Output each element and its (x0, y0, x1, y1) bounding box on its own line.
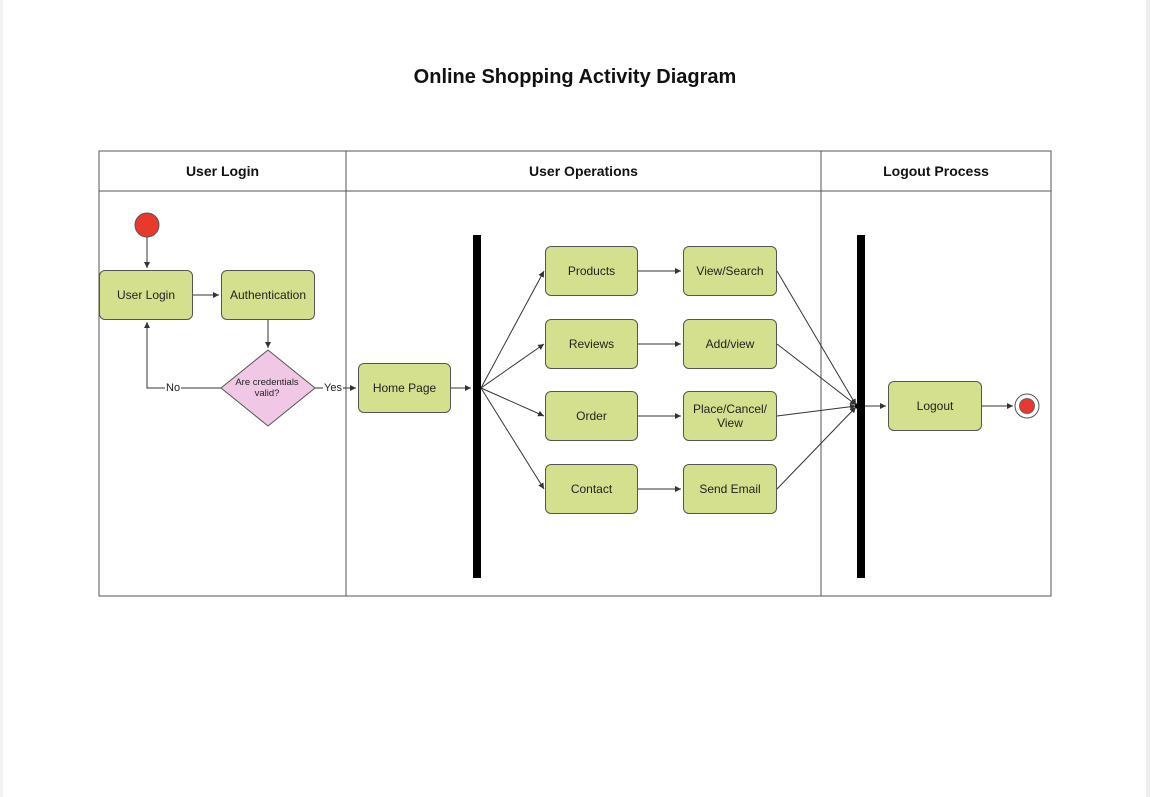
decision-label: Are credentials valid? (235, 377, 299, 399)
activity-authentication: Authentication (221, 270, 315, 320)
activity-logout: Logout (888, 381, 982, 431)
edge-place-to-join (776, 403, 857, 417)
edge-fork-to-products (480, 270, 545, 389)
lane-header-user-login: User Login (185, 163, 260, 179)
diagram-title: Online Shopping Activity Diagram (413, 66, 737, 88)
activity-reviews: Reviews (545, 319, 638, 369)
edge-fork-to-contact (480, 387, 545, 490)
activity-view-search: View/Search (683, 246, 777, 296)
activity-order: Order (545, 391, 638, 441)
edge-fork-to-reviews (480, 343, 545, 389)
activity-contact: Contact (545, 464, 638, 514)
activity-send-email: Send Email (683, 464, 777, 514)
edge-label-yes: Yes (323, 382, 343, 394)
join-point (855, 403, 861, 409)
edge-decision-no (144, 322, 221, 389)
swimlane-border (98, 150, 1052, 597)
page-left-edge (0, 0, 3, 797)
decision-diamond (220, 349, 316, 427)
end-node (1019, 398, 1035, 414)
fork-bar (473, 235, 481, 578)
activity-products: Products (545, 246, 638, 296)
page-right-edge (1146, 0, 1150, 797)
activity-user-login: User Login (99, 270, 193, 320)
lane-header-logout-process: Logout Process (883, 163, 989, 179)
edge-add-to-join (776, 343, 857, 406)
start-node (134, 212, 160, 238)
swimlane-frame (98, 150, 1052, 597)
activity-place-cancel-view: Place/Cancel/ View (683, 391, 777, 441)
edge-fork-to-order (480, 387, 545, 417)
lane-header-user-operations: User Operations (529, 163, 638, 179)
edge-email-to-join (776, 406, 857, 490)
edge-label-no: No (165, 382, 182, 394)
activity-add-view: Add/view (683, 319, 777, 369)
join-bar (857, 235, 865, 578)
activity-home-page: Home Page (358, 363, 451, 413)
edge-view-to-join (776, 270, 857, 406)
